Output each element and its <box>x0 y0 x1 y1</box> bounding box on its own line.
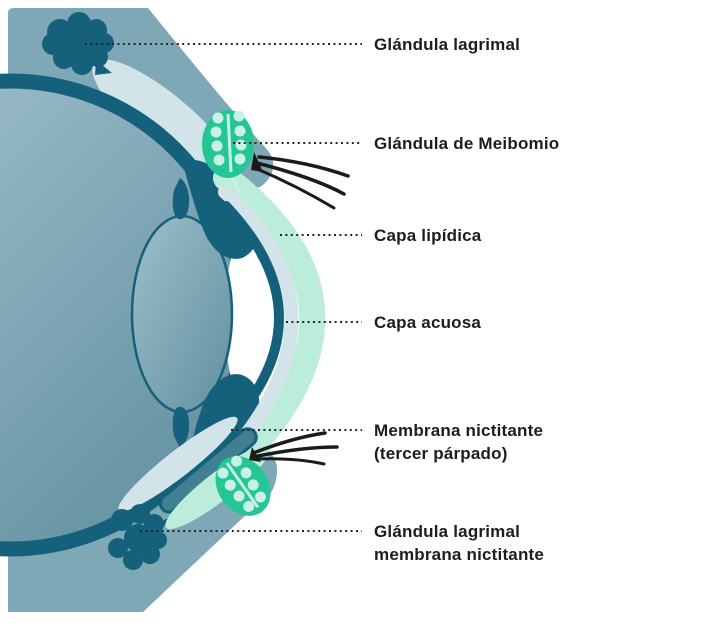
lacrimal-gland-upper <box>42 12 114 75</box>
label-glandula-lagrimal-membrana: Glándula lagrimal membrana nictitante <box>374 520 544 566</box>
lower-eyelashes <box>249 431 339 466</box>
label-text: Glándula de Meibomio <box>374 133 560 153</box>
label-capa-lipidica: Capa lipídica <box>374 224 481 247</box>
meibomian-gland-upper <box>202 110 254 195</box>
ciliary-drip-upper <box>172 178 190 220</box>
label-text: (tercer párpado) <box>374 443 508 463</box>
ciliary-drip-lower <box>172 406 190 448</box>
leader-lines <box>85 43 362 532</box>
upper-eyelashes <box>251 152 350 210</box>
label-glandula-lagrimal: Glándula lagrimal <box>374 33 520 56</box>
label-text: Membrana nictitante <box>374 420 544 440</box>
meibomian-gland-lower <box>215 450 271 516</box>
label-capa-acuosa: Capa acuosa <box>374 311 481 334</box>
label-text: Glándula lagrimal <box>374 34 521 54</box>
gland-acini-dots <box>210 110 247 166</box>
lacrimal-gland-lower <box>108 504 167 570</box>
label-text: membrana nictitante <box>374 544 545 564</box>
lower-conjunctiva-band <box>118 416 238 512</box>
lipid-layer-band <box>193 165 326 505</box>
label-text: Capa acuosa <box>374 312 482 332</box>
label-membrana-nictitante: Membrana nictitante (tercer párpado) <box>374 419 543 465</box>
label-text: Glándula lagrimal <box>374 521 521 541</box>
gland-acini-dots <box>217 455 266 512</box>
upper-lacrimal-duct <box>92 59 238 185</box>
label-text: Capa lipídica <box>374 225 482 245</box>
cornea <box>221 201 284 435</box>
label-glandula-de-meibomio: Glándula de Meibomio <box>374 132 559 155</box>
